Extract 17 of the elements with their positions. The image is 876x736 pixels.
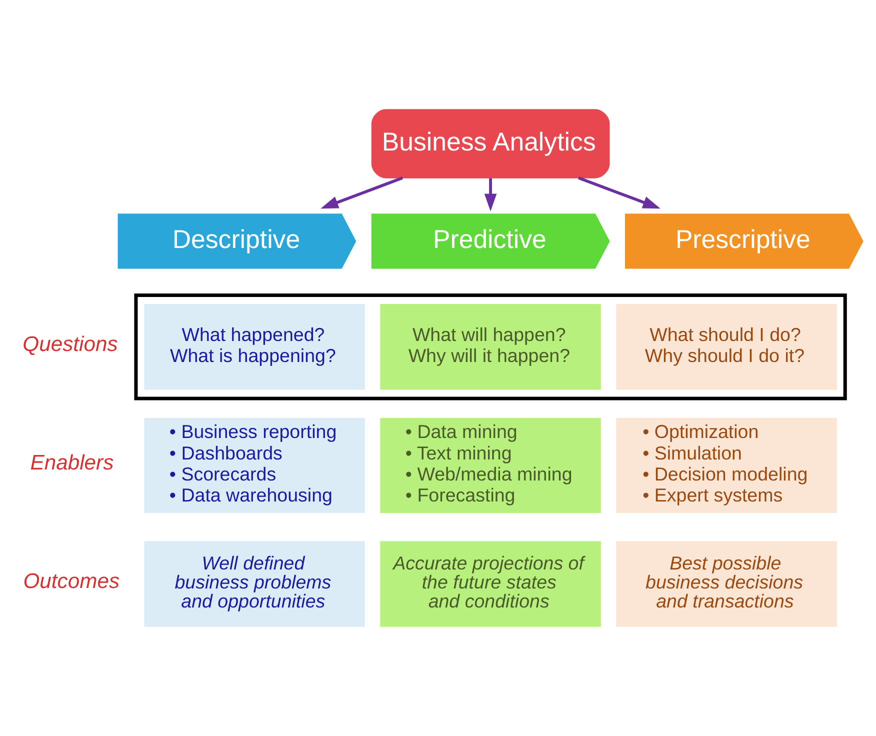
- label: Questions: [22, 332, 118, 356]
- cluster: [134, 293, 847, 400]
- node-box: Business Analytics: [371, 109, 610, 178]
- node-box: Best possible business decisions and transactions: [616, 541, 837, 627]
- label: Enablers: [30, 451, 114, 474]
- node-box: What should I do? Why should I do it?: [616, 304, 837, 390]
- arrow: [578, 176, 660, 209]
- node-box: • Business reporting • Dashboards • Scorecards • Data warehousing: [144, 418, 365, 513]
- node-box: • Data mining • Text mining • Web/media mining • Forecasting: [380, 418, 601, 513]
- node-box: Well defined business problems and opportunities: [144, 541, 365, 627]
- node-box: What happened? What is happening?: [144, 304, 365, 390]
- node-box: What will happen? Why will it happen?: [380, 304, 601, 390]
- arrow: [484, 178, 497, 212]
- arrow: [320, 176, 404, 209]
- node-box: • Optimization • Simulation • Decision modeling • Expert systems: [616, 418, 837, 513]
- label: Outcomes: [23, 570, 120, 594]
- node-box: Accurate projections of the future states and conditions: [380, 541, 601, 627]
